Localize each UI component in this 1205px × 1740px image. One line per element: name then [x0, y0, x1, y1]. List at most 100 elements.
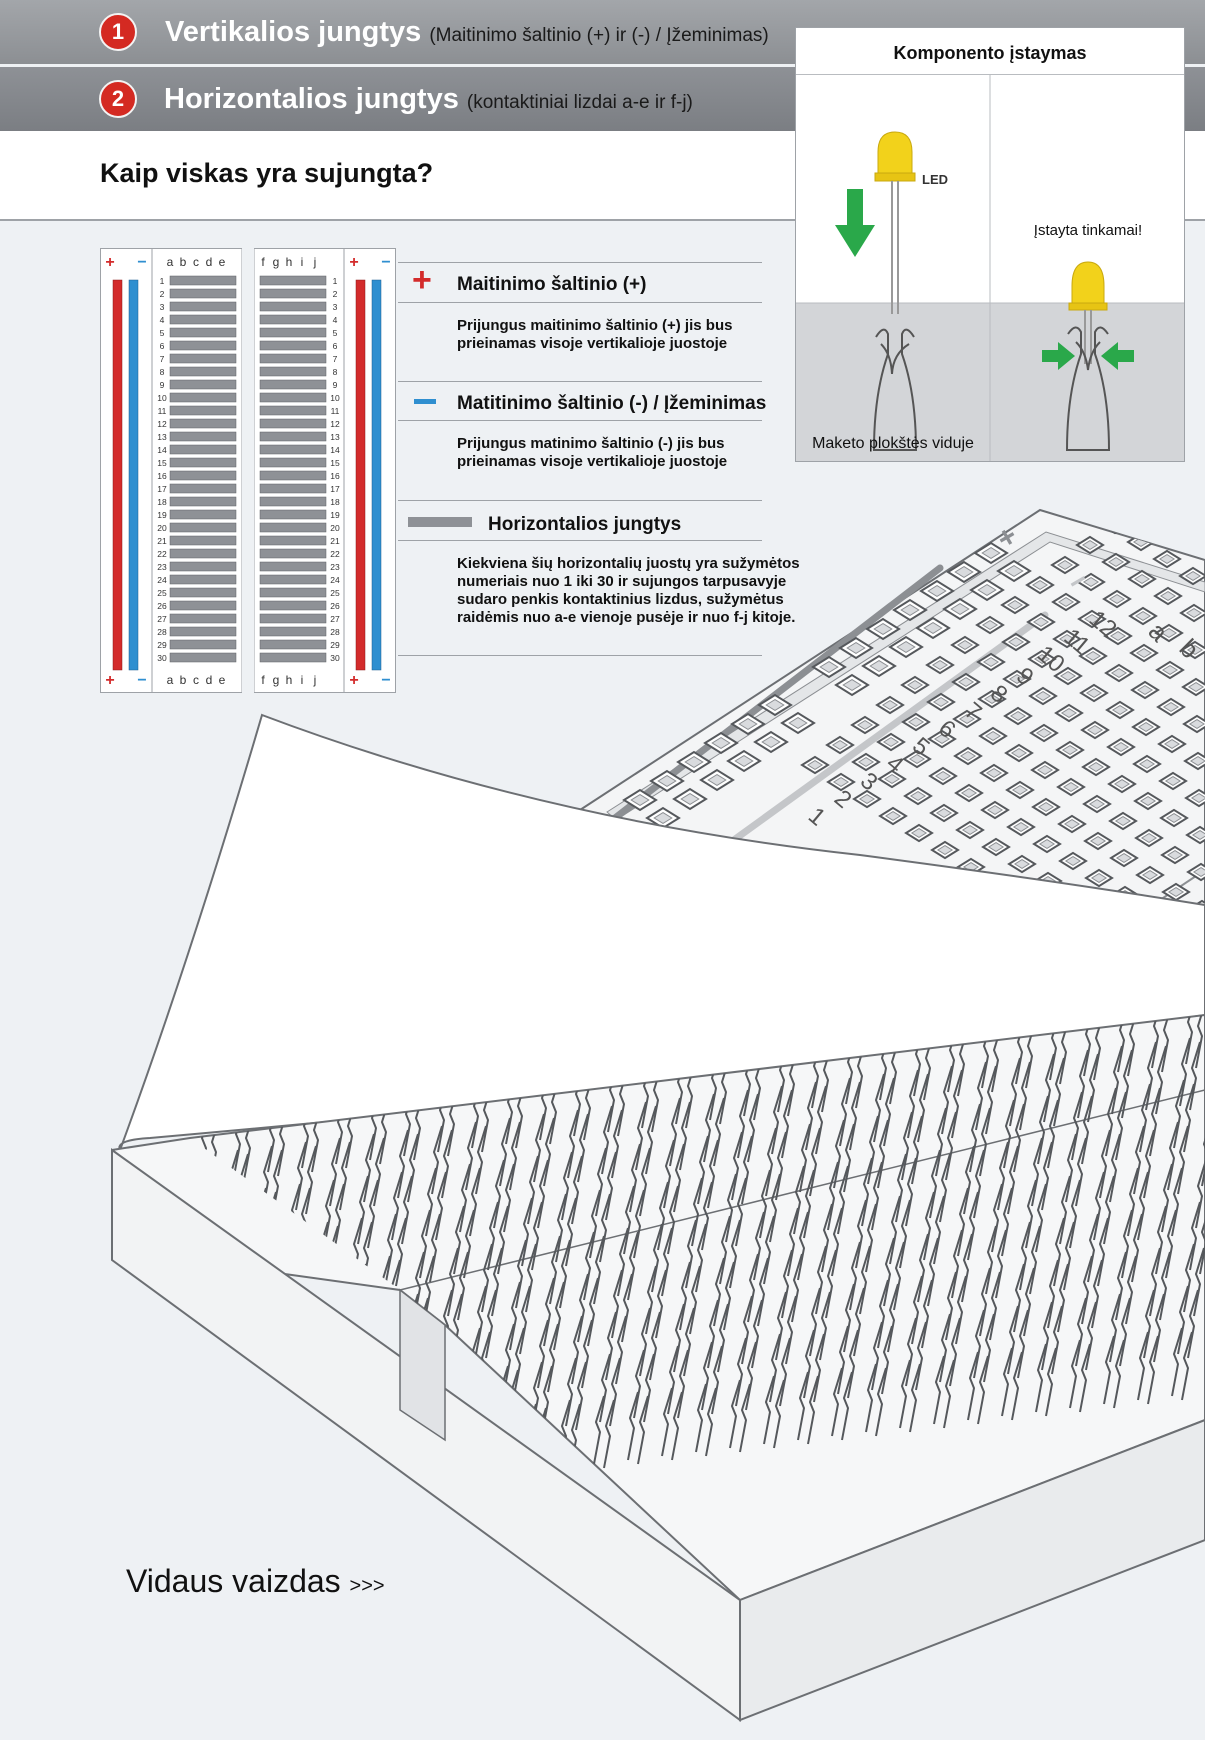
- spring-clip: [599, 1353, 621, 1427]
- spring-clip: [397, 1129, 419, 1203]
- spring-clip-icon: [872, 328, 918, 451]
- strip-right-row-7: [259, 353, 327, 364]
- row-number-right-5: 5: [333, 328, 338, 338]
- page-question: Kaip viskas yra sujungta?: [100, 158, 434, 188]
- strip-right-row-23: [259, 561, 327, 572]
- spring-clip: [895, 1153, 917, 1227]
- grid-hole-r1-c4-inner: [935, 807, 953, 819]
- legend-divider-6: [398, 540, 762, 541]
- spring-clip: [771, 1085, 793, 1159]
- legend-divider-7: [398, 655, 762, 656]
- spring-clip-inserted-icon: [1065, 326, 1111, 451]
- spring-clip: [1195, 1159, 1205, 1233]
- strip-left-row-5: [169, 327, 237, 338]
- spring-clip: [1161, 1163, 1183, 1237]
- spring-clip: [1133, 1125, 1155, 1199]
- grid-hole-r13-c2: [1177, 529, 1205, 549]
- spring-clip: [839, 1077, 861, 1151]
- spring-clip: [997, 1141, 1019, 1215]
- row-number-left-18: 18: [157, 497, 167, 507]
- strip-right-row-20: [259, 522, 327, 533]
- row-number-left-2: 2: [160, 289, 165, 299]
- spring-clip: [567, 1109, 589, 1183]
- spring-clip: [1099, 1129, 1121, 1203]
- strip-right-row-24: [259, 574, 327, 585]
- strip-left-row-7: [169, 353, 237, 364]
- spring-clip: [549, 1235, 571, 1309]
- component-insertion-panel: Komponento įstaymas LED Maketo plokštės …: [795, 27, 1185, 462]
- spring-clip: [1177, 1285, 1199, 1359]
- schematic-col-f-top: f: [261, 255, 265, 269]
- grid-hole-r3-c11-inner: [1167, 886, 1185, 898]
- spring-clip: [935, 1107, 957, 1181]
- spring-clip: [577, 1273, 599, 1347]
- row-number-right-13: 13: [330, 432, 340, 442]
- spring-clip: [861, 1157, 883, 1231]
- strip-left-row-28: [169, 626, 237, 637]
- spring-clip: [695, 1383, 717, 1457]
- row-number-left-9: 9: [160, 380, 165, 390]
- row-number-left-14: 14: [157, 445, 167, 455]
- spring-clip: [1013, 1263, 1035, 1337]
- spring-clip: [1087, 1213, 1109, 1287]
- spring-clip: [933, 1355, 955, 1429]
- header-title-horizontal: Horizontalios jungtys (kontaktiniai lizd…: [164, 83, 693, 116]
- spring-clip: [295, 1141, 317, 1215]
- strip-right-row-22: [259, 548, 327, 559]
- schematic-plus-bottom-left: +: [105, 672, 114, 689]
- spring-clip: [1019, 1221, 1041, 1295]
- spring-clip: [629, 1143, 651, 1217]
- spring-clip: [679, 1261, 701, 1335]
- spring-clip: [639, 1307, 661, 1381]
- spring-clip: [793, 1165, 815, 1239]
- spring-clip: [605, 1311, 627, 1385]
- spring-clip: [923, 1191, 945, 1265]
- board-side-wall: [739, 1418, 1205, 1722]
- spring-clip: [939, 1313, 961, 1387]
- grid-hole-r2-c3-inner: [934, 770, 952, 782]
- row-number-left-23: 23: [157, 562, 167, 572]
- spring-clip: [521, 1197, 543, 1271]
- spring-clip: [907, 1069, 929, 1143]
- spring-clip: [763, 1375, 785, 1449]
- row-number-left-29: 29: [157, 640, 167, 650]
- spring-clip: [753, 1211, 775, 1285]
- spring-clip: [833, 1119, 855, 1193]
- grid-hole-r2-c1-inner: [882, 736, 900, 748]
- schematic-col-a-top: a: [167, 255, 174, 269]
- rail-hole-a-8-inner: [846, 641, 866, 655]
- strip-right-row-15: [259, 457, 327, 468]
- grid-hole-r2-c5-inner: [986, 804, 1004, 816]
- grid-hole-r6-c5-inner: [1086, 724, 1104, 736]
- spring-clip: [787, 1207, 809, 1281]
- row-number-left-15: 15: [157, 458, 167, 468]
- spring-clip: [447, 1247, 469, 1321]
- grid-hole-r2-c9-inner: [1090, 872, 1108, 884]
- grid-hole-r13-c1-inner: [1157, 516, 1175, 528]
- rail-hole-a-13-inner: [981, 546, 1001, 560]
- grid-hole-r3-c10-inner: [1141, 869, 1159, 881]
- grid-hole-r12-c3-inner: [1184, 570, 1202, 582]
- step-number-2: 2: [99, 80, 137, 118]
- strip-right-row-17: [259, 483, 327, 494]
- grid-hole-r5-c9-inner: [1165, 812, 1183, 824]
- legend-desc-horizontal: Kiekviena šių horizontalių juostų yra su…: [457, 555, 800, 626]
- grid-hole-r9-c4-inner: [1135, 647, 1153, 659]
- spring-clip: [1001, 1347, 1023, 1421]
- spring-clip: [669, 1097, 691, 1171]
- grid-hole-r8-c4-inner: [1110, 667, 1128, 679]
- grid-hole-r5-c5-inner: [1061, 744, 1079, 756]
- grid-hole-r6-c3-inner: [1034, 690, 1052, 702]
- grid-hole-r8-c6-inner: [1162, 701, 1180, 713]
- schematic-col-c-top: c: [193, 255, 199, 269]
- row-number-left-17: 17: [157, 484, 167, 494]
- board-channel-wall: [399, 1288, 446, 1442]
- schematic-col-e-bottom: e: [219, 673, 226, 687]
- row-number-right-6: 6: [333, 341, 338, 351]
- grid-hole-r10-c4-inner: [1160, 627, 1178, 639]
- row-number-right-23: 23: [330, 562, 340, 572]
- spring-clip: [729, 1379, 751, 1453]
- schematic-minus-bottom-left: −: [137, 672, 146, 689]
- spring-clip: [1185, 1015, 1205, 1069]
- grid-hole-r5-c0-inner: [931, 659, 949, 671]
